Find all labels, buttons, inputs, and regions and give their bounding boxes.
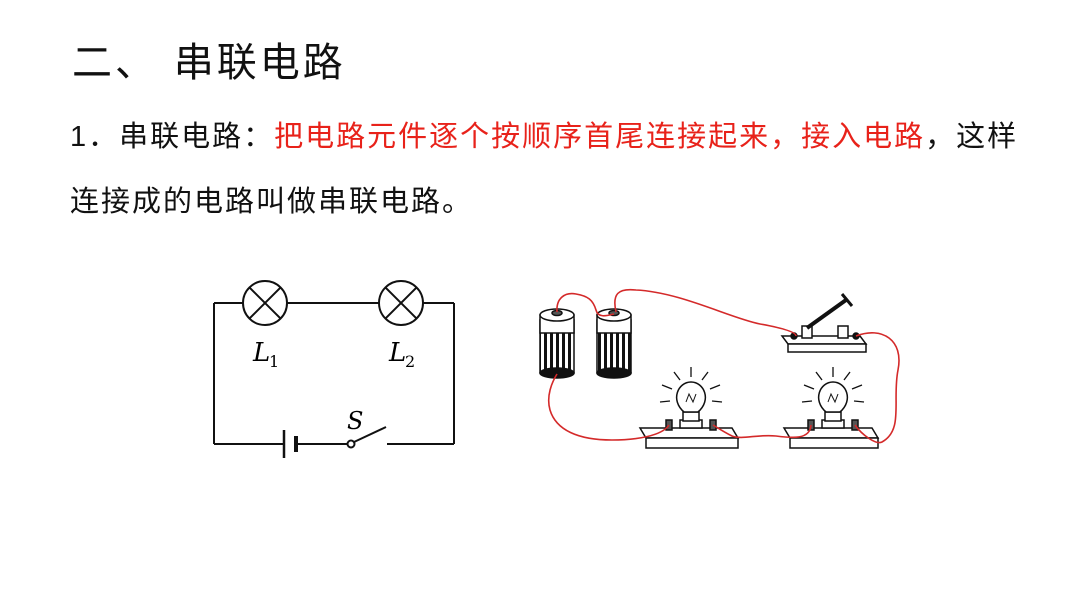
wire-bulb1-to-battery <box>547 373 670 441</box>
switch-label: S <box>347 407 363 435</box>
battery-symbol <box>282 430 298 458</box>
definition-term: 串联电路： <box>119 119 275 153</box>
slide-title: 二、 串联电路 <box>72 40 346 86</box>
lamp-l1-symbol <box>242 280 288 326</box>
lamp2-label: L <box>388 338 406 368</box>
physical-circuit-illustration <box>539 288 900 449</box>
bulb-rays-1 <box>659 367 723 403</box>
switch-symbol <box>346 426 387 449</box>
definition-rest: ，这样连接成的电路叫做串联电路。 <box>70 119 1019 218</box>
definition-paragraph: 1．串联电路：把电路元件逐个按顺序首尾连接起来，接入电路，这样连接成的电路叫做串… <box>70 104 1030 233</box>
lamp1-label: L <box>252 338 270 368</box>
item-number: 1． <box>70 121 120 153</box>
lamp1-subscript: 1 <box>269 352 279 371</box>
wire-bulb2-to-bulb1 <box>712 424 812 439</box>
lamp2-subscript: 2 <box>405 352 415 371</box>
wire-battery-to-switch <box>614 288 797 337</box>
series-circuit-schematic: L 1 L 2 S <box>213 280 455 458</box>
bulb-rays-2 <box>801 367 865 403</box>
battery-cell-2 <box>596 308 632 379</box>
definition-highlight: 把电路元件逐个按顺序首尾连接起来，接入电路 <box>274 119 926 153</box>
battery-cell-1 <box>539 308 575 379</box>
bulb-board-2 <box>782 381 880 449</box>
lamp-l2-symbol <box>378 280 424 326</box>
red-wires <box>547 288 900 444</box>
wire-battery-link <box>556 292 615 317</box>
knife-switch <box>780 293 868 353</box>
bulb-board-1 <box>638 381 740 449</box>
wire-switch-to-bulb2 <box>854 332 900 444</box>
